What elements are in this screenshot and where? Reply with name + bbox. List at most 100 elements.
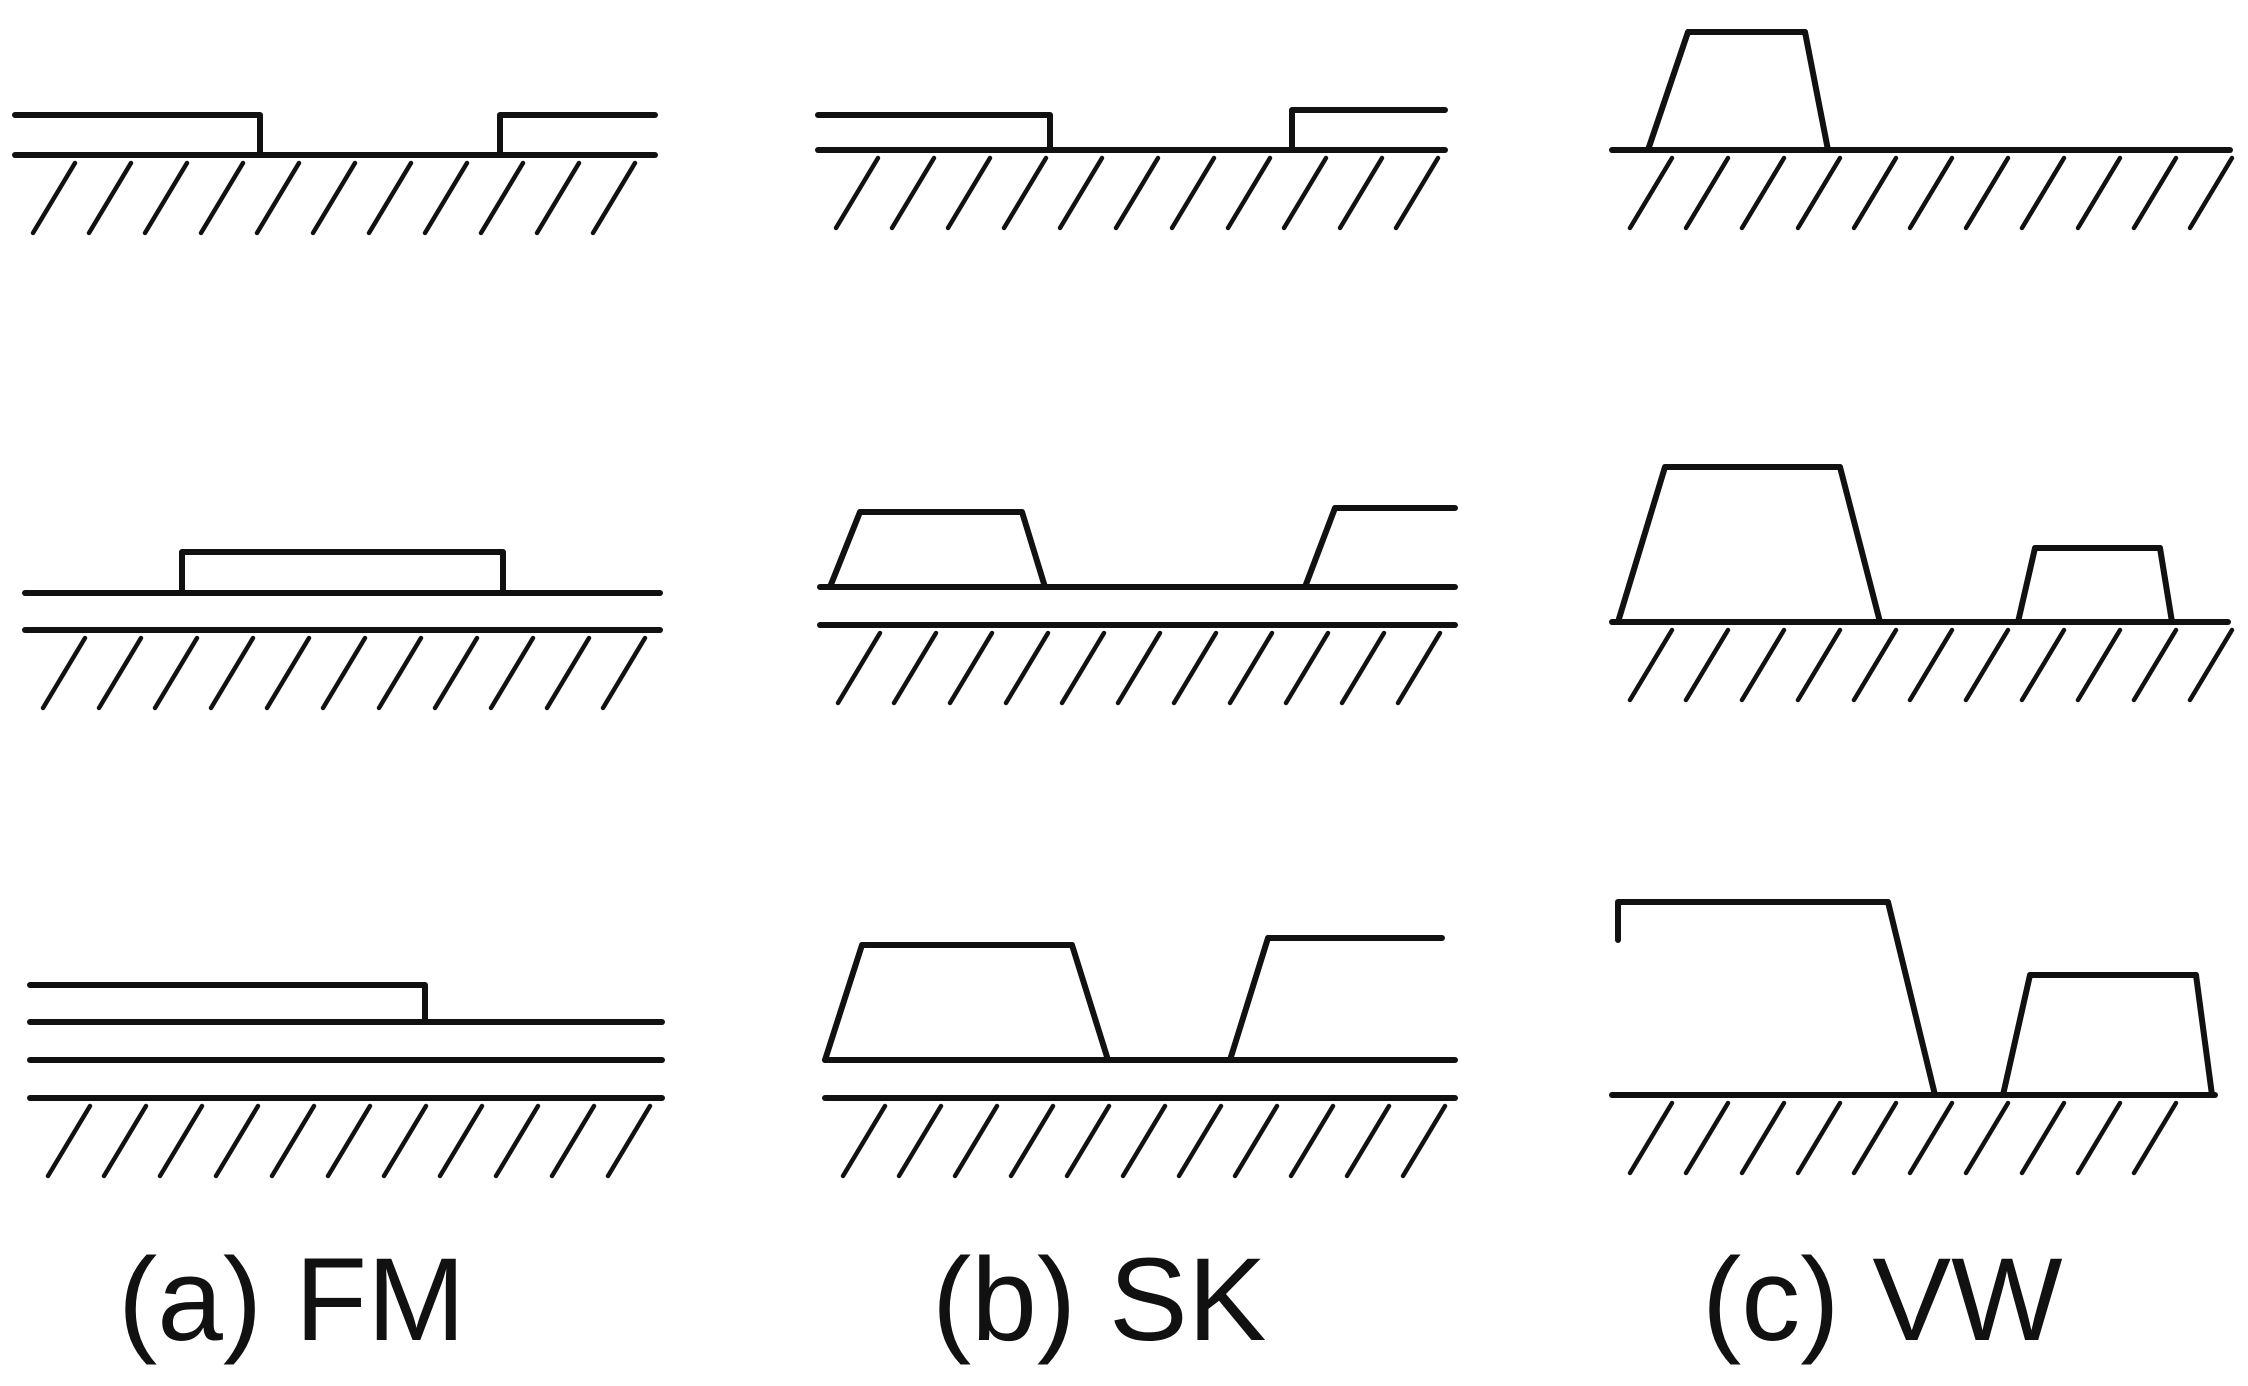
hatch-stroke	[891, 630, 939, 706]
hatch-stroke	[269, 1103, 317, 1179]
hatch-stroke	[1281, 155, 1329, 231]
fm-stage-1	[12, 112, 658, 236]
hatch-stroke	[422, 160, 470, 236]
hatch-stroke	[40, 635, 88, 711]
island-small	[2015, 545, 2175, 625]
hatch-stroke	[840, 1103, 888, 1179]
hatch-stroke	[2075, 627, 2123, 703]
hatch-stroke	[1963, 155, 2011, 231]
hatch-stroke	[437, 1103, 485, 1179]
caption-vw: (c) VW	[1702, 1234, 2062, 1366]
hatch-stroke	[1339, 630, 1387, 706]
hatch-stroke	[1064, 1103, 1112, 1179]
hatch-stroke	[1851, 627, 1899, 703]
hatch-stroke	[381, 1103, 429, 1179]
hatch-stroke	[2019, 155, 2067, 231]
sk-stage-2	[817, 505, 1458, 706]
hatch-stroke	[1115, 630, 1163, 706]
column-vw: (c) VW	[1609, 29, 2235, 1366]
hatch-stroke	[1683, 155, 1731, 231]
partial-monolayer	[12, 112, 658, 158]
hatch-stroke	[1337, 155, 1385, 231]
third-layer-partial	[27, 982, 428, 1025]
substrate-hatching	[30, 160, 638, 236]
hatch-stroke	[30, 160, 78, 236]
hatch-stroke	[1795, 155, 1843, 231]
hatch-stroke	[1795, 1100, 1843, 1176]
hatch-stroke	[1963, 1100, 2011, 1176]
hatch-stroke	[835, 630, 883, 706]
island-small	[2000, 972, 2215, 1098]
fm-stage-2	[22, 549, 663, 711]
hatch-stroke	[1113, 155, 1161, 231]
substrate-hatching	[1627, 627, 2235, 703]
hatch-stroke	[1393, 155, 1441, 231]
hatch-stroke	[1907, 155, 1955, 231]
substrate-hatching	[833, 155, 1441, 231]
island-left	[827, 509, 1048, 590]
hatch-stroke	[488, 635, 536, 711]
hatch-stroke	[1395, 630, 1443, 706]
hatch-stroke	[1171, 630, 1219, 706]
hatch-stroke	[889, 155, 937, 231]
hatch-stroke	[1627, 155, 1675, 231]
hatch-stroke	[152, 635, 200, 711]
hatch-stroke	[896, 1103, 944, 1179]
hatch-stroke	[2019, 627, 2067, 703]
hatch-stroke	[1344, 1103, 1392, 1179]
hatch-stroke	[1683, 627, 1731, 703]
island-large	[1615, 464, 1883, 625]
hatch-stroke	[142, 160, 190, 236]
partial-wetting-layer	[815, 107, 1448, 153]
hatch-stroke	[1176, 1103, 1224, 1179]
substrate-hatching	[45, 1103, 653, 1179]
hatch-stroke	[254, 160, 302, 236]
sk-stage-1	[815, 107, 1448, 231]
hatch-stroke	[157, 1103, 205, 1179]
hatch-stroke	[208, 635, 256, 711]
hatch-stroke	[1057, 155, 1105, 231]
hatch-stroke	[1907, 627, 1955, 703]
vw-stage-1	[1609, 29, 2235, 231]
hatch-stroke	[1683, 1100, 1731, 1176]
hatch-stroke	[1003, 630, 1051, 706]
hatch-stroke	[2075, 155, 2123, 231]
island-right	[1302, 505, 1458, 590]
hatch-stroke	[478, 160, 526, 236]
hatch-stroke	[376, 635, 424, 711]
hatch-stroke	[213, 1103, 261, 1179]
column-fm: (a) FM	[12, 112, 665, 1366]
hatch-stroke	[952, 1103, 1000, 1179]
island-large	[1615, 899, 1938, 1098]
hatch-stroke	[2131, 627, 2179, 703]
hatch-stroke	[320, 635, 368, 711]
second-layer-island	[179, 549, 506, 596]
hatch-stroke	[1288, 1103, 1336, 1179]
hatch-stroke	[590, 160, 638, 236]
hatch-stroke	[493, 1103, 541, 1179]
hatch-stroke	[366, 160, 414, 236]
hatch-stroke	[544, 635, 592, 711]
hatch-stroke	[1001, 155, 1049, 231]
hatch-stroke	[325, 1103, 373, 1179]
hatch-stroke	[534, 160, 582, 236]
hatch-stroke	[1169, 155, 1217, 231]
hatch-stroke	[2019, 1100, 2067, 1176]
hatch-stroke	[310, 160, 358, 236]
hatch-stroke	[1008, 1103, 1056, 1179]
hatch-stroke	[1627, 627, 1675, 703]
column-sk: (b) SK	[815, 107, 1458, 1366]
hatch-stroke	[432, 635, 480, 711]
hatch-stroke	[947, 630, 995, 706]
hatch-stroke	[96, 635, 144, 711]
hatch-stroke	[1851, 155, 1899, 231]
hatch-stroke	[45, 1103, 93, 1179]
hatch-stroke	[833, 155, 881, 231]
substrate-hatching	[835, 630, 1443, 706]
hatch-stroke	[1120, 1103, 1168, 1179]
hatch-stroke	[2187, 627, 2235, 703]
caption-sk: (b) SK	[932, 1234, 1266, 1366]
fm-stage-3	[27, 982, 665, 1179]
hatch-stroke	[264, 635, 312, 711]
hatch-stroke	[1851, 1100, 1899, 1176]
